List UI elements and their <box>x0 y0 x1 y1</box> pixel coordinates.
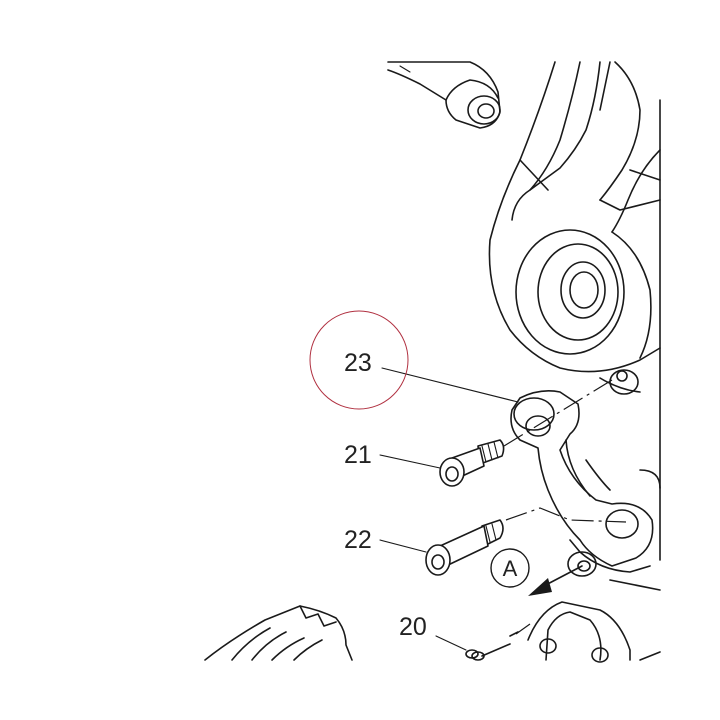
callout-22-label: 22 <box>344 526 372 554</box>
callout-23-highlight-circle <box>309 310 409 410</box>
clip-20 <box>465 631 519 661</box>
assembly-centerlines <box>503 379 627 635</box>
leader-line-21 <box>379 454 441 469</box>
lower-mount-part <box>527 601 661 663</box>
callout-21-label: 21 <box>344 441 372 469</box>
detail-marker-a: A <box>490 548 530 588</box>
detail-marker-a-label: A <box>503 556 518 581</box>
leader-line-23 <box>381 367 519 403</box>
detail-a-arrow <box>528 565 583 596</box>
callout-23-label: 23 <box>344 349 372 377</box>
leader-line-20 <box>435 635 467 651</box>
frame-casting <box>488 61 661 561</box>
footrest-bracket <box>510 390 661 591</box>
bolt-21 <box>439 439 505 487</box>
leader-line-22 <box>379 539 427 553</box>
top-sleeve-part <box>387 61 501 129</box>
callout-20-label: 20 <box>399 613 427 641</box>
bolt-22 <box>425 519 504 576</box>
footpeg-part <box>204 605 353 661</box>
